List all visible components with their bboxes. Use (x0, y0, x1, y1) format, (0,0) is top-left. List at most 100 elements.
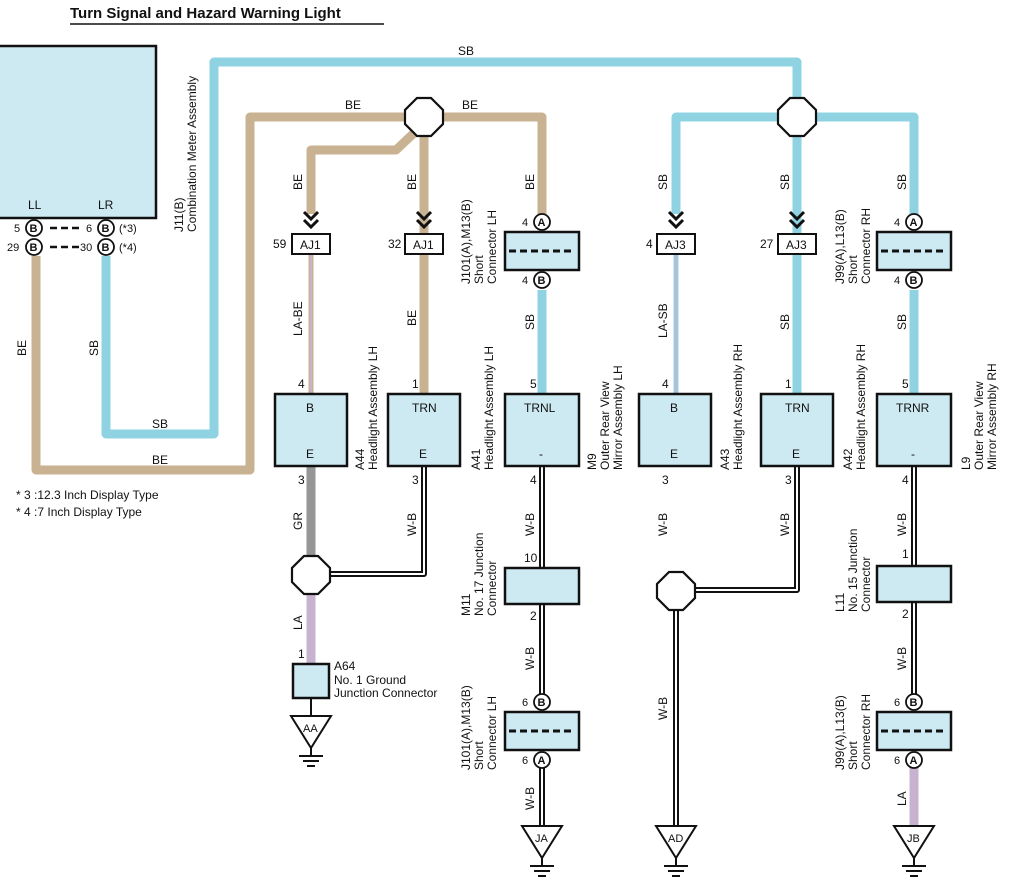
combination-meter-box (0, 44, 158, 220)
svg-text:B: B (538, 275, 546, 287)
pin-note: (*3) (119, 223, 137, 235)
svg-text:4: 4 (662, 377, 669, 391)
svg-text:1: 1 (412, 377, 419, 391)
pin-badge (97, 219, 115, 237)
component-l9: 5 TRNR - 4 L9 Outer Rear View Mirror Ass… (875, 363, 999, 487)
svg-text:M9: M9 (585, 453, 599, 470)
wire-label: W-B (895, 647, 909, 670)
svg-text:E: E (670, 447, 678, 461)
component-a43: 4 B E 3 A43 Headlight Assembly RH (637, 344, 745, 487)
svg-text:A: A (910, 755, 918, 767)
svg-text:10: 10 (524, 551, 538, 565)
wire-label: GR (291, 512, 305, 530)
wire-label: LA-BE (291, 301, 305, 336)
svg-text:A: A (538, 217, 546, 229)
svg-text:Headlight Assembly RH: Headlight Assembly RH (854, 344, 868, 470)
wire-label: BE (345, 98, 361, 112)
meter-name: Combination Meter Assembly (185, 76, 199, 232)
svg-text:No. 17 Junction: No. 17 Junction (472, 533, 486, 616)
svg-text:No. 15 Junction: No. 15 Junction (846, 529, 860, 612)
svg-text:L11: L11 (833, 593, 847, 612)
svg-text:A43: A43 (718, 448, 732, 470)
svg-text:3: 3 (662, 473, 669, 487)
wire-label: W-B (523, 647, 537, 670)
svg-text:J101(A),M13(B): J101(A),M13(B) (459, 199, 473, 284)
svg-text:TRNR: TRNR (896, 401, 930, 415)
svg-text:4: 4 (894, 217, 900, 229)
svg-text:B: B (910, 275, 918, 287)
wire-label: W-B (523, 513, 537, 536)
svg-text:E: E (306, 447, 314, 461)
svg-text:Headlight Assembly LH: Headlight Assembly LH (366, 346, 380, 470)
svg-text:2: 2 (530, 609, 537, 623)
svg-text:AD: AD (668, 833, 683, 845)
footnote: * 4 :7 Inch Display Type (16, 505, 142, 519)
svg-text:Short: Short (846, 741, 860, 770)
svg-text:4: 4 (522, 275, 528, 287)
short-connector-lh-bottom: B 6 A 6 J101(A),M13(B) Short Connector L… (459, 685, 581, 770)
svg-text:Connector LH: Connector LH (485, 210, 499, 284)
svg-text:6: 6 (894, 755, 900, 767)
ground-ad: AD (654, 825, 698, 877)
svg-text:5: 5 (902, 377, 909, 391)
svg-text:Connector RH: Connector RH (859, 694, 873, 770)
svg-text:Short: Short (472, 255, 486, 284)
wire-label: SB (778, 174, 792, 190)
svg-text:J99(A),L13(B): J99(A),L13(B) (833, 695, 847, 770)
wire-label: SB (152, 417, 168, 431)
svg-text:A41: A41 (469, 448, 483, 470)
pin-letter: B (102, 223, 110, 235)
svg-text:J101(A),M13(B): J101(A),M13(B) (459, 685, 473, 770)
pin-num: 30 (80, 242, 92, 254)
wire-label: SB (895, 314, 909, 330)
svg-text:B: B (910, 697, 918, 709)
pin-badge (25, 238, 43, 256)
svg-text:4: 4 (902, 473, 909, 487)
svg-text:Connector: Connector (859, 557, 873, 612)
svg-text:TRN: TRN (785, 401, 810, 415)
wire-la-thin (308, 254, 679, 394)
svg-text:A42: A42 (841, 448, 855, 470)
wire-label: SB (778, 314, 792, 330)
wire-label: W-B (405, 513, 419, 536)
wire-label: W-B (778, 513, 792, 536)
svg-text:Outer Rear View: Outer Rear View (972, 381, 986, 470)
svg-text:JB: JB (907, 833, 920, 845)
svg-text:4: 4 (530, 473, 537, 487)
svg-text:Connector RH: Connector RH (859, 208, 873, 284)
svg-text:59: 59 (273, 237, 287, 251)
splice-be (403, 96, 445, 138)
svg-text:4: 4 (522, 217, 528, 229)
junction-m11: 10 2 M11 No. 17 Junction Connector (459, 533, 581, 623)
svg-text:6: 6 (522, 697, 528, 709)
component-a41: 1 TRN E 3 A41 Headlight Assembly LH (386, 346, 496, 487)
svg-text:Short: Short (846, 255, 860, 284)
meter-code: J11(B) (172, 198, 186, 232)
svg-text:6: 6 (522, 755, 528, 767)
ground-jb: JB (892, 825, 936, 877)
svg-text:E: E (792, 447, 800, 461)
wire-label: W-B (656, 697, 670, 720)
pin-letter: B (30, 223, 38, 235)
svg-text:4: 4 (646, 237, 653, 251)
short-connector-rh-bottom: B 6 A 6 J99(A),L13(B) Short Connector RH (833, 693, 953, 770)
wire-label: LA (291, 615, 305, 630)
svg-text:AJ3: AJ3 (786, 238, 807, 252)
svg-text:AJ1: AJ1 (413, 238, 434, 252)
wire-label: BE (152, 453, 168, 467)
pin-note: (*4) (119, 242, 137, 254)
connector-aj1-right: AJ1 32 (388, 210, 444, 255)
svg-text:L9: L9 (959, 456, 973, 470)
svg-text:E: E (419, 447, 427, 461)
svg-text:32: 32 (388, 237, 402, 251)
svg-text:1: 1 (785, 377, 792, 391)
connector-aj3-left: AJ3 4 (646, 210, 696, 255)
junction-a64: 1 A64 No. 1 Ground Junction Connector (291, 647, 437, 700)
svg-text:Headlight Assembly LH: Headlight Assembly LH (482, 346, 496, 470)
pin-badge (97, 238, 115, 256)
svg-text:JA: JA (535, 833, 549, 845)
meter-pin-lr: LR (98, 198, 114, 212)
svg-text:-: - (539, 447, 543, 461)
connector-aj3-right: AJ3 27 (760, 210, 817, 255)
